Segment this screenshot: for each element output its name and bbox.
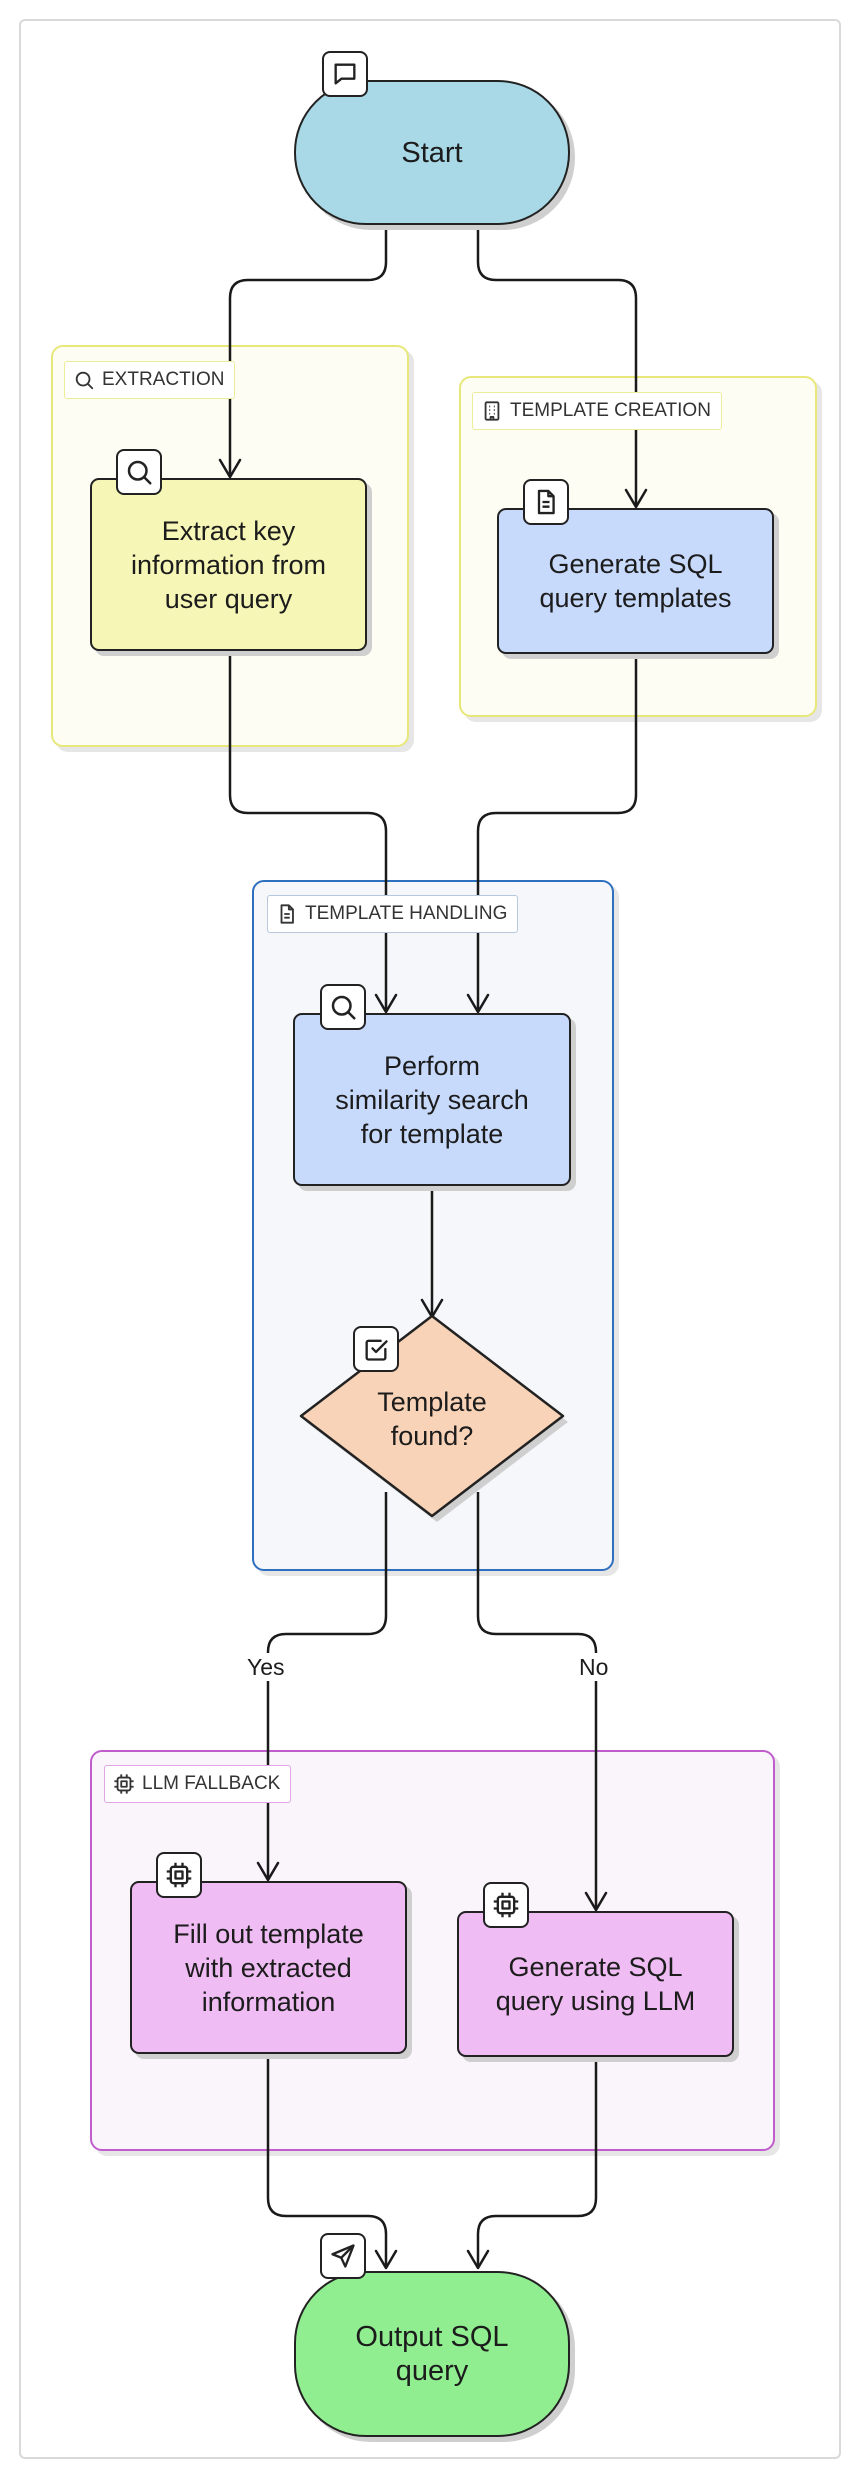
edge-decision-llm [476,1492,598,1908]
decision-line-2: found? [390,1421,474,1451]
arrowhead-extract [218,458,242,479]
send-icon [320,2233,366,2279]
group-label-extraction: EXTRACTION [64,361,236,399]
cpu-icon [113,1773,135,1795]
search-icon [73,369,95,391]
fill-template-line-3: information [201,1986,336,2017]
arrowhead-templates [624,488,648,509]
edge-start-extract [228,228,388,475]
search-icon [320,984,366,1030]
building-icon [481,400,503,422]
cpu-icon [156,1852,202,1898]
arrowhead-output-left [374,2249,398,2270]
extract-line-2: information from [130,549,327,580]
group-label-template-creation: TEMPLATE CREATION [472,392,722,430]
edge-decision-fill [266,1492,388,1878]
group-title-extraction: EXTRACTION [102,369,225,390]
group-title-llm-fallback: LLM FALLBACK [142,1773,281,1794]
generate-templates-line-2: query templates [539,583,732,613]
start-node[interactable]: Start [294,80,570,225]
edge-llm-output [476,2054,598,2266]
fill-template-node[interactable]: Fill out template with extracted informa… [130,1881,407,2054]
check-square-icon [353,1326,399,1372]
decision-node[interactable]: Template found? [332,1385,532,1453]
group-title-template-creation: TEMPLATE CREATION [510,400,711,421]
extract-line-1: Extract key [161,515,296,546]
file-text-icon [276,903,298,925]
cpu-icon [483,1882,529,1928]
similarity-line-2: similarity search [335,1084,529,1115]
generate-llm-line-2: query using LLM [495,1986,696,2016]
edge-templates-similarity [476,651,638,1010]
fill-template-line-2: with extracted [185,1952,352,1983]
arrowhead-fill [256,1861,280,1882]
arrowhead-output-right [466,2249,490,2270]
arrowhead-llm [584,1891,608,1912]
edge-fill-output [266,2052,388,2266]
arrowhead-similarity-right [466,993,490,1014]
generate-llm-line-1: Generate SQL [508,1952,683,1982]
group-title-template-handling: TEMPLATE HANDLING [305,903,508,924]
group-label-llm-fallback: LLM FALLBACK [104,1765,292,1803]
group-label-template-handling: TEMPLATE HANDLING [267,895,519,933]
extract-line-3: user query [164,583,293,614]
similarity-line-3: for template [360,1118,504,1149]
message-square-icon [322,51,368,97]
generate-templates-node[interactable]: Generate SQL query templates [497,508,774,654]
edge-extract-similarity [228,651,388,1010]
generate-templates-line-1: Generate SQL [548,549,723,579]
output-line-1: Output SQL [355,2321,509,2353]
extract-node[interactable]: Extract key information from user query [90,478,367,651]
fill-template-line-1: Fill out template [173,1918,364,1949]
similarity-line-1: Perform [383,1050,480,1081]
start-node-label: Start [401,136,463,169]
output-node[interactable]: Output SQL query [294,2271,570,2437]
output-line-2: query [395,2355,469,2387]
file-text-icon [523,479,569,525]
generate-llm-node[interactable]: Generate SQL query using LLM [457,1911,734,2057]
similarity-search-node[interactable]: Perform similarity search for template [293,1013,571,1186]
arrowhead-similarity-left [374,993,398,1014]
edge-start-templates [476,228,638,505]
decision-line-1: Template [377,1387,487,1417]
edge-label-no: No [576,1653,612,1681]
edge-label-yes: Yes [244,1653,288,1681]
search-icon [116,449,162,495]
